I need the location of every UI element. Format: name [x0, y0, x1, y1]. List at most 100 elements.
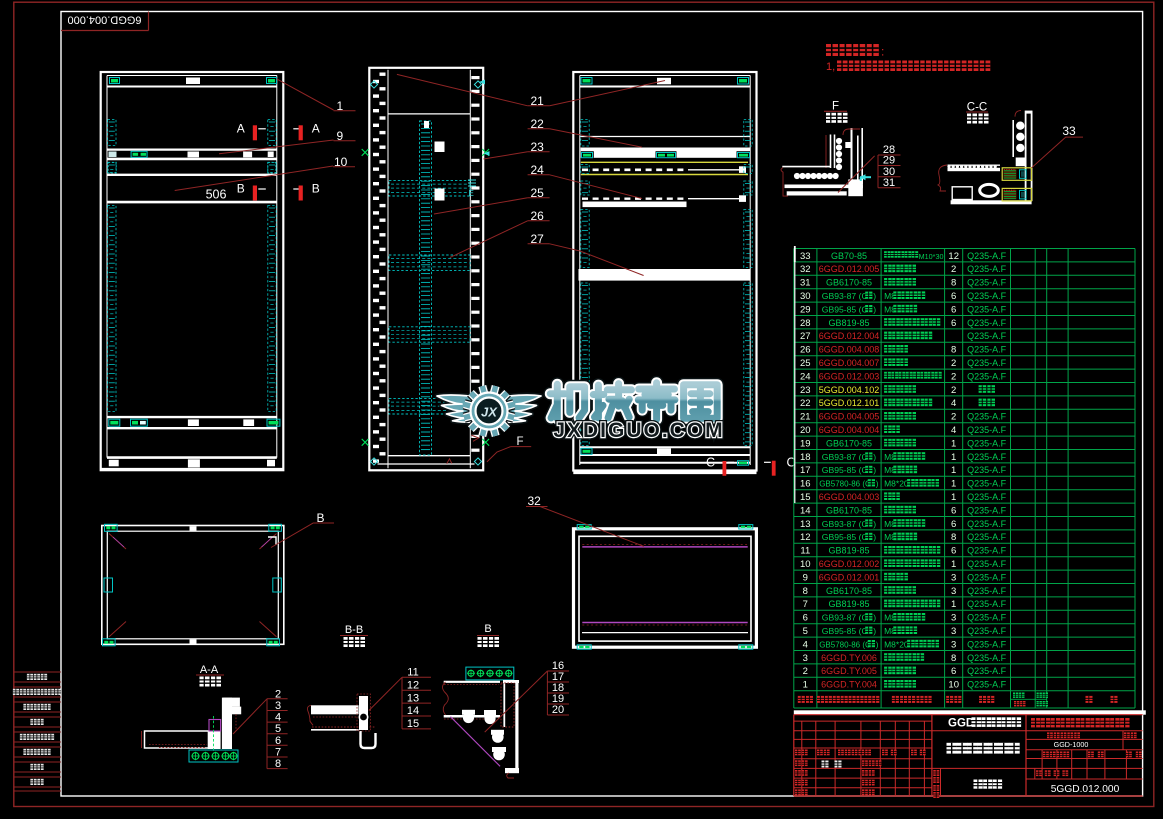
svg-text:6: 6	[951, 318, 956, 329]
svg-text:1: 1	[951, 438, 956, 449]
svg-text:1: 1	[803, 680, 808, 691]
svg-text:): )	[873, 452, 876, 462]
svg-text:Q235-A.F: Q235-A.F	[967, 639, 1007, 649]
svg-text:Q235-A.F: Q235-A.F	[967, 479, 1007, 489]
svg-text:GB819-85: GB819-85	[828, 546, 869, 556]
svg-text:6GGD.TY.006: 6GGD.TY.006	[821, 653, 877, 663]
svg-text:Q235-A.F: Q235-A.F	[967, 613, 1007, 623]
svg-text:2: 2	[951, 358, 956, 369]
svg-text:Q235-A.F: Q235-A.F	[967, 546, 1007, 556]
svg-text:30: 30	[800, 291, 811, 302]
svg-text:Q235-A.F: Q235-A.F	[967, 572, 1007, 582]
svg-text:Q235-A.F: Q235-A.F	[967, 559, 1007, 569]
svg-text:GB95-85 (C: GB95-85 (C	[822, 532, 868, 542]
svg-text:4: 4	[275, 712, 281, 724]
svg-text:26: 26	[800, 345, 811, 356]
svg-text:8: 8	[951, 653, 956, 664]
svg-text:M8: M8	[884, 304, 896, 314]
svg-text:GB819-85: GB819-85	[828, 318, 869, 328]
svg-text:): )	[873, 465, 876, 475]
svg-text:GB6170-85: GB6170-85	[826, 278, 872, 288]
svg-text:): )	[873, 304, 876, 314]
svg-text:19: 19	[800, 438, 811, 449]
svg-text:9: 9	[803, 572, 808, 583]
svg-text:1: 1	[951, 599, 956, 610]
svg-text:20: 20	[552, 704, 564, 716]
svg-text:20: 20	[800, 425, 811, 436]
svg-text:B: B	[484, 623, 491, 635]
svg-text:17: 17	[552, 671, 564, 683]
svg-text:12: 12	[407, 679, 419, 691]
svg-text:1: 1	[951, 479, 956, 490]
svg-text:A-A: A-A	[200, 664, 219, 676]
svg-text:Q235-A.F: Q235-A.F	[967, 599, 1007, 609]
svg-text:6GGD.012.002: 6GGD.012.002	[819, 559, 880, 569]
svg-text:6GGD.012.001: 6GGD.012.001	[819, 572, 880, 582]
svg-text:2: 2	[803, 666, 808, 677]
svg-text:Q235-A.F: Q235-A.F	[967, 345, 1007, 355]
svg-text:Q235-A.F: Q235-A.F	[967, 438, 1007, 448]
svg-text:3: 3	[275, 700, 281, 712]
svg-text:13: 13	[407, 692, 419, 704]
svg-text:10: 10	[948, 680, 959, 691]
svg-text:6GGD.004.004: 6GGD.004.004	[819, 425, 880, 435]
svg-text:6GGD.004.005: 6GGD.004.005	[819, 412, 880, 422]
svg-text:29: 29	[883, 155, 895, 167]
svg-text:6GGD.012.003: 6GGD.012.003	[819, 371, 880, 381]
svg-text::: :	[881, 45, 884, 59]
svg-text:5: 5	[803, 626, 808, 637]
svg-text:11: 11	[407, 667, 418, 679]
svg-text:Q235-A.F: Q235-A.F	[967, 251, 1007, 261]
svg-text:): )	[873, 519, 876, 529]
svg-text:Q235-A.F: Q235-A.F	[967, 586, 1007, 596]
svg-text:14: 14	[407, 705, 419, 717]
svg-text:1: 1	[951, 452, 956, 463]
svg-text:31: 31	[800, 278, 811, 289]
svg-text:M8: M8	[884, 519, 896, 529]
svg-text:6: 6	[803, 613, 808, 624]
svg-text:23: 23	[531, 140, 545, 154]
svg-text:): )	[873, 532, 876, 542]
svg-text:6: 6	[951, 291, 956, 302]
svg-text:1: 1	[951, 559, 956, 570]
svg-text:M8: M8	[884, 613, 896, 623]
svg-text:26: 26	[531, 209, 545, 223]
svg-text:Q235-A.F: Q235-A.F	[967, 465, 1007, 475]
svg-text:27: 27	[800, 331, 811, 342]
svg-text:GB6170-85: GB6170-85	[826, 586, 872, 596]
svg-text:3: 3	[951, 639, 956, 650]
svg-text:28: 28	[883, 144, 895, 156]
svg-text:Q235-A.F: Q235-A.F	[967, 653, 1007, 663]
svg-text:Q235-A.F: Q235-A.F	[967, 318, 1007, 328]
svg-text:): )	[873, 626, 876, 636]
svg-text:GB93-87 (C: GB93-87 (C	[822, 291, 868, 301]
svg-text:6: 6	[951, 546, 956, 557]
svg-text:Q235-A.F: Q235-A.F	[967, 532, 1007, 542]
svg-text:21: 21	[800, 412, 811, 423]
svg-text:Q235-A.F: Q235-A.F	[967, 505, 1007, 515]
svg-text:29: 29	[800, 304, 811, 315]
svg-text:18: 18	[552, 682, 564, 694]
svg-text:M8*20: M8*20	[884, 479, 909, 489]
svg-text:6: 6	[951, 519, 956, 530]
svg-text:6GGD.004.003: 6GGD.004.003	[819, 492, 880, 502]
svg-text:E: E	[469, 189, 474, 198]
svg-text:GGD: GGD	[948, 718, 974, 730]
svg-text:2: 2	[951, 385, 956, 396]
svg-text:6GGD.012.005: 6GGD.012.005	[819, 264, 880, 274]
svg-text:6: 6	[951, 666, 956, 677]
svg-text:3: 3	[951, 586, 956, 597]
svg-text:C: C	[706, 456, 715, 470]
svg-text:23: 23	[800, 385, 811, 396]
svg-text:B: B	[317, 511, 325, 525]
svg-text:18: 18	[800, 452, 811, 463]
svg-text:): )	[873, 291, 876, 301]
svg-text:F: F	[832, 101, 839, 113]
svg-text:1: 1	[951, 492, 956, 503]
svg-text:GB93-87 (C: GB93-87 (C	[822, 519, 868, 529]
svg-text:B: B	[312, 182, 320, 196]
svg-text:.: .	[975, 61, 978, 73]
svg-text:GB95-85 (C: GB95-85 (C	[822, 465, 868, 475]
svg-text:2: 2	[951, 264, 956, 275]
svg-text:5GGD.012.101: 5GGD.012.101	[819, 398, 880, 408]
